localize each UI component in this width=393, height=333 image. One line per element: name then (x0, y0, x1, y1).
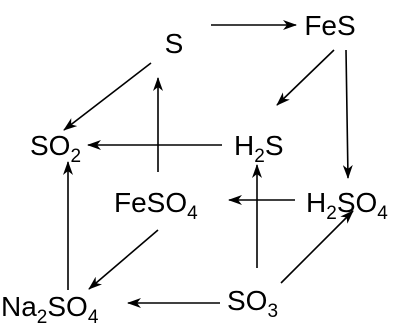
compound-so3-main: SO (227, 285, 267, 316)
compound-na2so4-sub1: 2 (37, 307, 48, 328)
arrow-so3-to-h2so4 (280, 210, 354, 284)
arrow-fes-to-h2s (276, 49, 335, 106)
compound-h2so4-mid: SO (337, 187, 377, 218)
compound-h2s-sub: 2 (254, 146, 265, 167)
compound-h2so4: H2SO4 (306, 187, 388, 224)
arrow-fes-to-h2so4 (342, 49, 353, 179)
compound-h2so4-sub1: 2 (326, 203, 337, 224)
compound-feso4: FeSO4 (114, 187, 198, 224)
compound-fes-main: FeS (304, 10, 355, 41)
compound-h2so4-main: H (306, 187, 326, 218)
compound-so2-sub: 2 (70, 146, 81, 167)
compound-na2so4: Na2SO4 (1, 291, 99, 328)
arrow-feso4-to-na2so4 (88, 229, 159, 290)
compound-fes: FeS (304, 10, 355, 41)
compound-feso4-sub: 4 (187, 203, 198, 224)
compound-na2so4-main: Na (1, 291, 37, 322)
compound-na2so4-sub2: 4 (88, 307, 99, 328)
compound-feso4-main: FeSO (114, 187, 187, 218)
compound-h2s-main: H (234, 130, 254, 161)
arrow-s-to-so2 (63, 62, 152, 131)
compound-h2s-mid: S (265, 130, 284, 161)
compound-h2s: H2S (234, 130, 284, 167)
compound-s-main: S (165, 28, 184, 59)
compound-so3: SO3 (227, 285, 278, 322)
compound-na2so4-mid: SO (47, 291, 87, 322)
compound-so2: SO2 (30, 130, 81, 167)
compound-s: S (165, 28, 184, 59)
compound-so2-main: SO (30, 130, 70, 161)
compound-h2so4-sub2: 4 (377, 203, 388, 224)
compound-so3-sub: 3 (267, 301, 278, 322)
